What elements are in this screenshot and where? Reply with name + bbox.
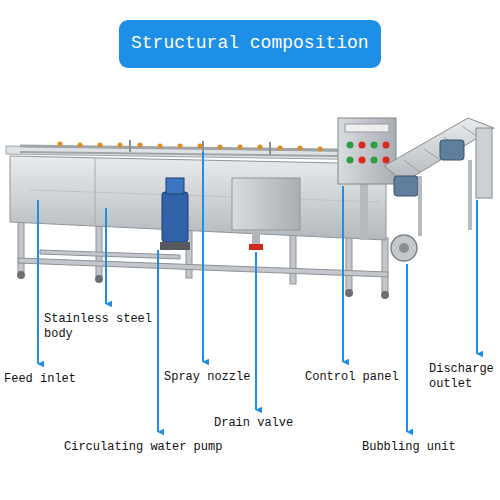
part-label: Control panel xyxy=(305,370,405,385)
conveyor-slats xyxy=(404,126,478,172)
leader-line xyxy=(342,186,344,362)
spray-risers xyxy=(130,140,270,155)
spray-pipe xyxy=(20,152,340,156)
conveyor-leg xyxy=(418,176,422,236)
nameplate xyxy=(345,124,389,132)
leader-line xyxy=(37,200,39,364)
tank-body xyxy=(10,156,386,240)
part-label: Drain valve xyxy=(214,416,314,431)
part-label: Discharge outlet xyxy=(429,362,497,392)
caster-wheel xyxy=(381,291,389,299)
conveyor-motor xyxy=(440,140,464,160)
panel-post xyxy=(360,182,368,240)
panel-buttons xyxy=(347,142,390,164)
discharge-chute xyxy=(476,128,492,198)
blower xyxy=(391,235,417,261)
pump-base xyxy=(160,242,190,250)
tank-seam xyxy=(30,190,380,202)
conveyor-motor xyxy=(394,176,418,196)
part-label: Spray nozzle xyxy=(164,370,274,385)
frame-leg xyxy=(18,222,24,272)
leader-line xyxy=(406,264,408,432)
leader-line xyxy=(255,252,257,410)
leader-lines xyxy=(38,152,477,432)
frame-leg xyxy=(96,226,102,276)
caster-wheel xyxy=(17,271,25,279)
frame-leg xyxy=(346,236,352,290)
frame-leg xyxy=(290,234,296,284)
leader-line xyxy=(476,200,478,354)
pump-motor xyxy=(162,192,188,242)
drain-valve-handle xyxy=(249,244,263,250)
part-label: Stainless steel body xyxy=(44,312,156,342)
frame-leg xyxy=(382,238,388,292)
title-banner: Structural composition xyxy=(119,20,381,68)
produce-items xyxy=(58,142,323,152)
blower-hub xyxy=(399,243,409,253)
caster-wheel xyxy=(95,275,103,283)
leader-line xyxy=(202,152,204,362)
filter-box xyxy=(232,178,300,230)
control-box xyxy=(338,118,396,184)
conveyor-leg xyxy=(468,160,472,230)
leader-line xyxy=(157,250,159,432)
part-label: Feed inlet xyxy=(4,372,104,387)
pump-head xyxy=(166,178,184,194)
leader-line xyxy=(105,208,107,304)
part-label: Bubbling unit xyxy=(362,440,482,455)
caster-wheel xyxy=(345,289,353,297)
part-label: Circulating water pump xyxy=(64,440,244,455)
spray-bars xyxy=(20,140,340,156)
